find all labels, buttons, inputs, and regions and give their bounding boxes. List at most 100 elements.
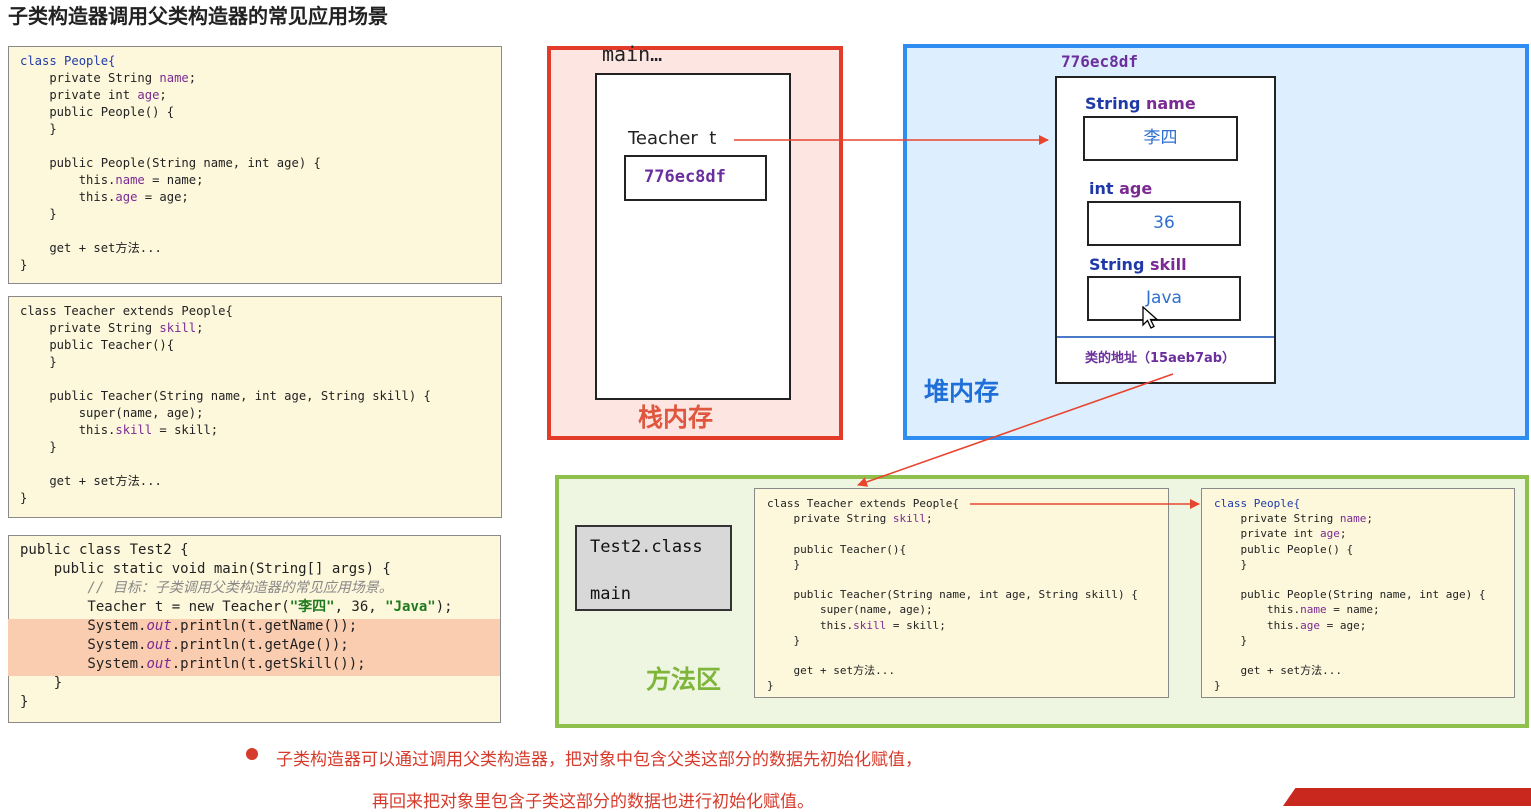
code-token: .println(t.getAge());	[171, 637, 349, 653]
heap-object-divider	[1057, 336, 1274, 338]
heap-object-address: 776ec8df	[1061, 52, 1139, 71]
code-line: public Teacher(){	[767, 542, 907, 556]
code-line: super(name, age);	[767, 603, 933, 617]
main-stack-frame	[595, 73, 791, 400]
field-type: int	[1089, 179, 1114, 198]
code-token: .println(t.getSkill());	[171, 656, 366, 672]
code-line: }	[1214, 679, 1221, 693]
code-line: public Teacher(String name, int age, Str…	[20, 389, 431, 403]
code-token: ;	[1366, 512, 1373, 526]
code-token: out	[146, 618, 172, 634]
code-line: }	[20, 207, 57, 221]
field-name: age	[1119, 179, 1153, 198]
brand-banner	[1283, 788, 1531, 806]
code-token: out	[146, 656, 172, 672]
code-line: class Teacher extends People{	[767, 497, 960, 510]
code-line: public People(String name, int age) {	[1214, 588, 1486, 602]
code-token: ;	[159, 88, 167, 102]
code-line: class Teacher extends People{	[20, 304, 233, 318]
code-line: get + set	[1214, 664, 1301, 678]
code-line: System.	[20, 637, 147, 653]
stack-variable-label: Teacher t	[628, 128, 717, 149]
field-name: name	[1145, 94, 1196, 113]
code-line: public People() {	[1214, 542, 1354, 556]
code-token: , 36,	[334, 599, 386, 615]
code-line: super(name, age);	[20, 406, 204, 420]
field-name: age	[1319, 527, 1340, 541]
code-token: = age;	[1319, 618, 1367, 632]
code-teacher-small: class Teacher extends People{ private St…	[755, 489, 1168, 694]
code-line: this.	[20, 190, 116, 204]
code-line: private String	[20, 71, 160, 85]
code-line: get + set	[767, 664, 854, 678]
code-line: this.	[20, 173, 116, 187]
code-token: ;	[196, 321, 204, 335]
field-name: skill	[1149, 255, 1187, 274]
code-line: }	[20, 122, 57, 136]
class-address-arrow	[857, 373, 1174, 487]
field-name: name	[115, 173, 145, 187]
code-line: public Teacher(String name, int age, Str…	[767, 588, 1138, 602]
code-line: this.	[1214, 618, 1301, 632]
bullet-icon	[246, 748, 258, 760]
field-name: name	[1300, 603, 1327, 617]
code-line: }	[767, 679, 774, 693]
string-literal: "Java"	[385, 599, 436, 615]
code-line: private int	[20, 88, 138, 102]
field-label-skill: String skill	[1089, 255, 1187, 274]
field-label-name: String name	[1085, 94, 1196, 113]
method-area-people-code: class People{ private String name; priva…	[1201, 488, 1515, 698]
code-panel-teacher: class Teacher extends People{ private St…	[8, 296, 502, 518]
code-token: 方法...	[853, 664, 895, 678]
code-comment: // 目标：子类调用父类构造器的常见应用场景。	[20, 580, 393, 596]
code-line: public People() {	[20, 105, 175, 119]
code-teacher: class Teacher extends People{ private St…	[9, 297, 501, 507]
note-line-2: 再回来把对象里包含子类这部分的数据也进行初始化赋值。	[372, 792, 814, 812]
stack-variable-value: 776ec8df	[624, 155, 767, 201]
highlight-println	[8, 619, 500, 676]
field-name: age	[115, 190, 138, 204]
code-line: System.	[20, 656, 147, 672]
code-line: }	[767, 557, 801, 571]
code-line: }	[20, 675, 63, 691]
code-line: public static void main(String[] args) {	[20, 561, 391, 577]
code-token: ;	[188, 71, 197, 85]
code-line: get + set	[20, 241, 116, 255]
code-line: public Teacher(){	[20, 338, 175, 352]
code-line: }	[20, 491, 28, 505]
field-value-age: 36	[1087, 201, 1241, 246]
field-name: name	[159, 71, 189, 85]
code-line: this.	[767, 618, 854, 632]
test2-class-name: Test2.class	[590, 537, 703, 557]
heap-region-label: 堆内存	[924, 377, 1000, 406]
field-name: name	[1339, 512, 1367, 526]
code-line: Teacher t = new Teacher(	[20, 599, 290, 615]
code-line: public class Test2 {	[20, 542, 189, 558]
field-name: skill	[892, 512, 926, 526]
page-title: 子类构造器调用父类构造器的常见应用场景	[8, 4, 388, 28]
field-value-skill: Java	[1087, 276, 1241, 321]
field-label-age: int age	[1089, 179, 1152, 198]
code-line: }	[1214, 557, 1248, 571]
code-line: this.	[20, 423, 116, 437]
code-token: ;	[1339, 527, 1347, 541]
code-people-small: class People{ private String name; priva…	[1202, 489, 1514, 694]
field-value-name: 李四	[1083, 116, 1238, 161]
field-type: String	[1089, 255, 1145, 274]
code-panel-people: class People{ private String name; priva…	[8, 46, 502, 284]
code-token: );	[435, 599, 453, 615]
code-line: }	[20, 355, 57, 369]
code-token: = name;	[1326, 603, 1380, 617]
code-token: = age;	[137, 190, 189, 204]
code-token: out	[146, 637, 172, 653]
code-token: 方法...	[115, 241, 162, 255]
code-line: get + set	[20, 474, 116, 488]
code-token: = skill;	[152, 423, 219, 437]
code-token: ;	[925, 512, 933, 526]
code-line: }	[20, 694, 29, 710]
code-test2: public class Test2 { public static void …	[9, 536, 453, 712]
note-line-1: 子类构造器可以通过调用父类构造器，把对象中包含父类这部分的数据先初始化赋值，	[276, 750, 922, 770]
code-token: = name;	[144, 173, 204, 187]
code-token: 方法...	[1300, 664, 1342, 678]
